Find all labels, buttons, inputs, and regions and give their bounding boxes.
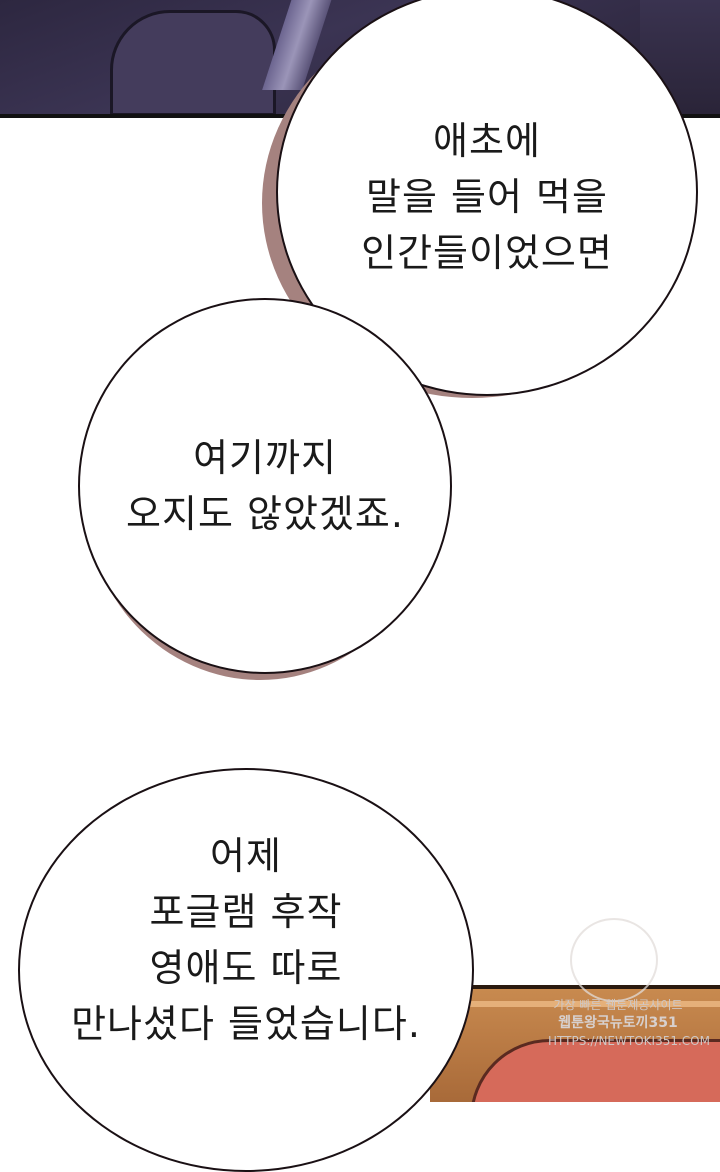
- site-watermark: 가장 빠른 웹툰제공사이트 웹툰왕국뉴토끼351 HTTPS://NEWTOKI…: [548, 996, 710, 1050]
- panel-stripe: [430, 1001, 720, 1007]
- dialogue-line: 말을 들어 먹을: [366, 175, 608, 219]
- watermark-tagline: 가장 빠른 웹툰제공사이트: [553, 998, 683, 1012]
- watermark-site-name: 웹툰왕국뉴토끼351: [558, 1015, 678, 1031]
- dialogue-line: 어제: [210, 834, 282, 878]
- dialogue-line: 포글램 후작: [149, 890, 343, 934]
- dialogue-line: 여기까지: [193, 436, 337, 480]
- speech-bubble-text: 어제 포글램 후작 영애도 따로 만나셨다 들었습니다.: [71, 828, 421, 1052]
- watermark-mascot-icon: [570, 918, 658, 1002]
- dialogue-line: 만나셨다 들었습니다.: [71, 1002, 421, 1046]
- speech-bubble-text: 애초에 말을 들어 먹을 인간들이었으면: [361, 113, 613, 281]
- dialogue-line: 오지도 않았겠죠.: [126, 492, 404, 536]
- watermark-url: HTTPS://NEWTOKI351.COM: [548, 1034, 710, 1048]
- bottom-art-panel: [430, 985, 720, 1102]
- speech-bubble-text: 여기까지 오지도 않았겠죠.: [126, 430, 404, 542]
- dialogue-line: 애초에: [433, 119, 541, 163]
- dialogue-line: 인간들이었으면: [361, 231, 613, 275]
- speech-bubble-2: 여기까지 오지도 않았겠죠.: [78, 298, 452, 674]
- speech-bubble-3: 어제 포글램 후작 영애도 따로 만나셨다 들었습니다.: [18, 768, 474, 1172]
- cloth-fold: [110, 10, 276, 114]
- cloth-fold: [470, 1039, 720, 1102]
- dialogue-line: 영애도 따로: [149, 946, 343, 990]
